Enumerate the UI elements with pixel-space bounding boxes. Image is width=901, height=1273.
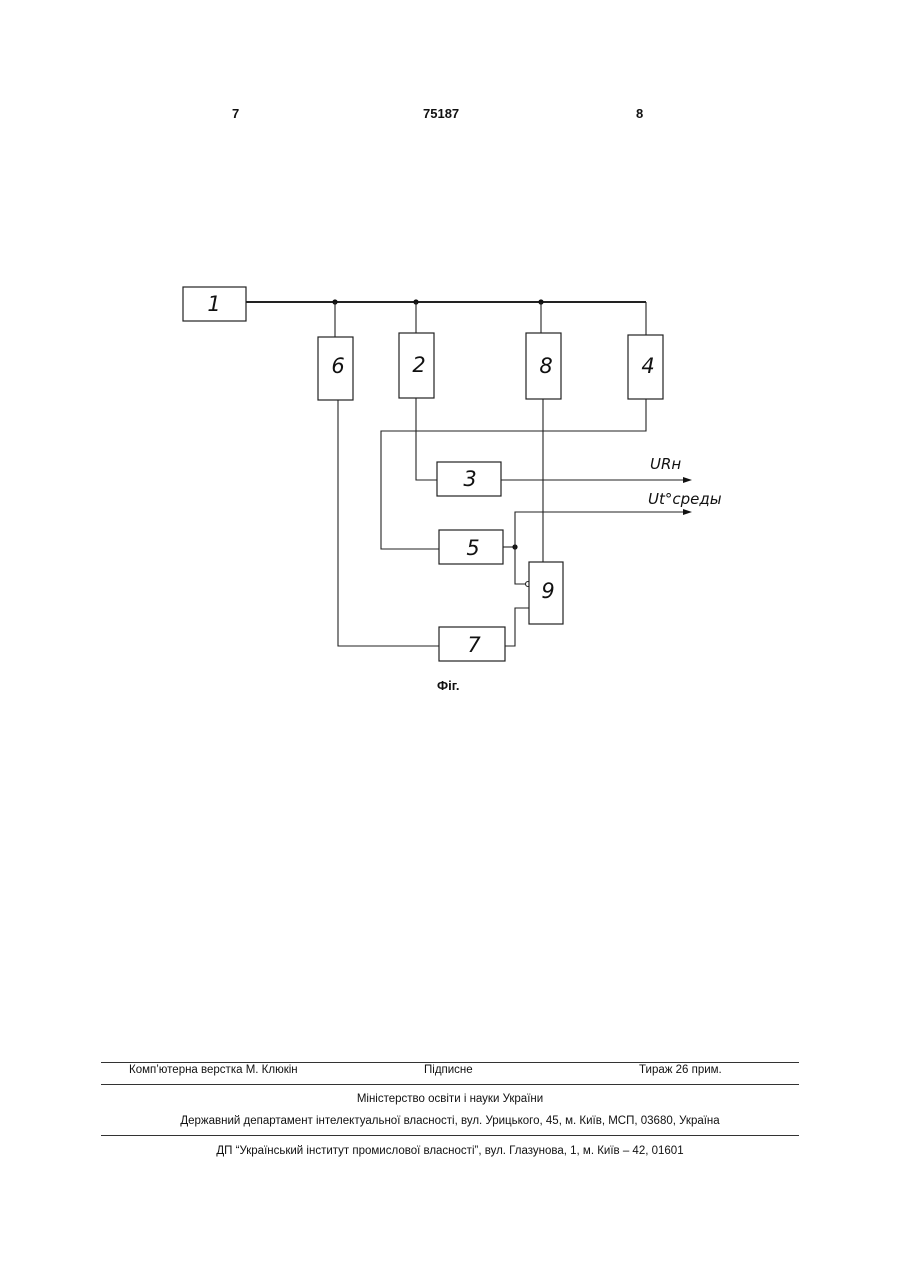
svg-text:8: 8 bbox=[539, 354, 552, 378]
footer-rule-top bbox=[101, 1062, 799, 1063]
wire bbox=[515, 547, 528, 584]
block-diagram: 1 6 2 8 4 3 5 9 7 URн Ut°среды bbox=[0, 0, 901, 720]
footer-department: Державний департамент інтелектуальної вл… bbox=[101, 1115, 799, 1127]
arrowhead bbox=[683, 509, 692, 515]
block-6: 6 bbox=[318, 337, 353, 400]
svg-text:5: 5 bbox=[466, 536, 479, 560]
footer-subscription: Підписне bbox=[424, 1064, 473, 1076]
footer-rule-middle bbox=[101, 1084, 799, 1085]
block-8: 8 bbox=[526, 333, 561, 399]
footer-rule-bottom bbox=[101, 1135, 799, 1136]
wire bbox=[416, 398, 437, 480]
arrowhead bbox=[683, 477, 692, 483]
figure-caption: Фіг. bbox=[437, 678, 459, 693]
block-7: 7 bbox=[439, 627, 505, 661]
wire bbox=[381, 399, 646, 549]
footer-typesetter: Комп’ютерна верстка М. Клюкін bbox=[129, 1064, 298, 1076]
signal-label-ut-medium: Ut°среды bbox=[648, 490, 722, 508]
block-9: 9 bbox=[529, 562, 563, 624]
block-1: 1 bbox=[183, 287, 246, 321]
wire-out2 bbox=[515, 512, 683, 547]
svg-text:7: 7 bbox=[467, 633, 481, 657]
svg-text:1: 1 bbox=[207, 292, 220, 316]
wire bbox=[505, 608, 529, 646]
block-5: 5 bbox=[439, 530, 503, 564]
block-2: 2 bbox=[399, 333, 434, 398]
svg-text:3: 3 bbox=[463, 467, 476, 491]
svg-text:2: 2 bbox=[412, 353, 425, 377]
footer-circulation: Тираж 26 прим. bbox=[639, 1064, 722, 1076]
block-4: 4 bbox=[628, 335, 663, 399]
footer-ministry: Міністерство освіти і науки України bbox=[101, 1093, 799, 1105]
footer-institute: ДП “Український інститут промислової вла… bbox=[101, 1145, 799, 1157]
signal-label-urn: URн bbox=[650, 455, 681, 473]
svg-text:9: 9 bbox=[541, 579, 554, 603]
svg-text:6: 6 bbox=[331, 354, 344, 378]
svg-text:4: 4 bbox=[641, 354, 654, 378]
block-3: 3 bbox=[437, 462, 501, 496]
wire bbox=[338, 400, 439, 646]
